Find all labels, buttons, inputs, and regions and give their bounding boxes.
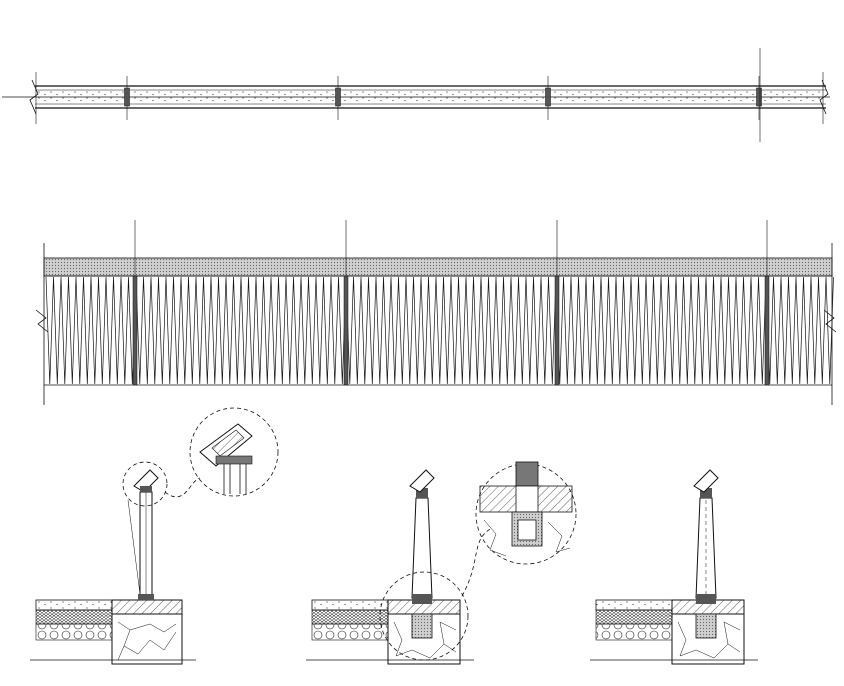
section-detail-a bbox=[30, 407, 279, 665]
plan-post bbox=[545, 87, 551, 107]
elevation-view bbox=[35, 220, 837, 405]
elevation-post bbox=[343, 275, 349, 386]
elevation-post bbox=[764, 275, 770, 386]
plan-post bbox=[335, 87, 341, 107]
elevation-post bbox=[554, 275, 560, 386]
plan-post bbox=[124, 87, 130, 107]
plan-post bbox=[756, 87, 762, 107]
elevation-post bbox=[132, 275, 138, 386]
section-detail-b bbox=[306, 461, 577, 665]
section-detail-c bbox=[590, 469, 758, 665]
elevation-pickets bbox=[45, 276, 834, 385]
plan-view bbox=[2, 48, 830, 142]
